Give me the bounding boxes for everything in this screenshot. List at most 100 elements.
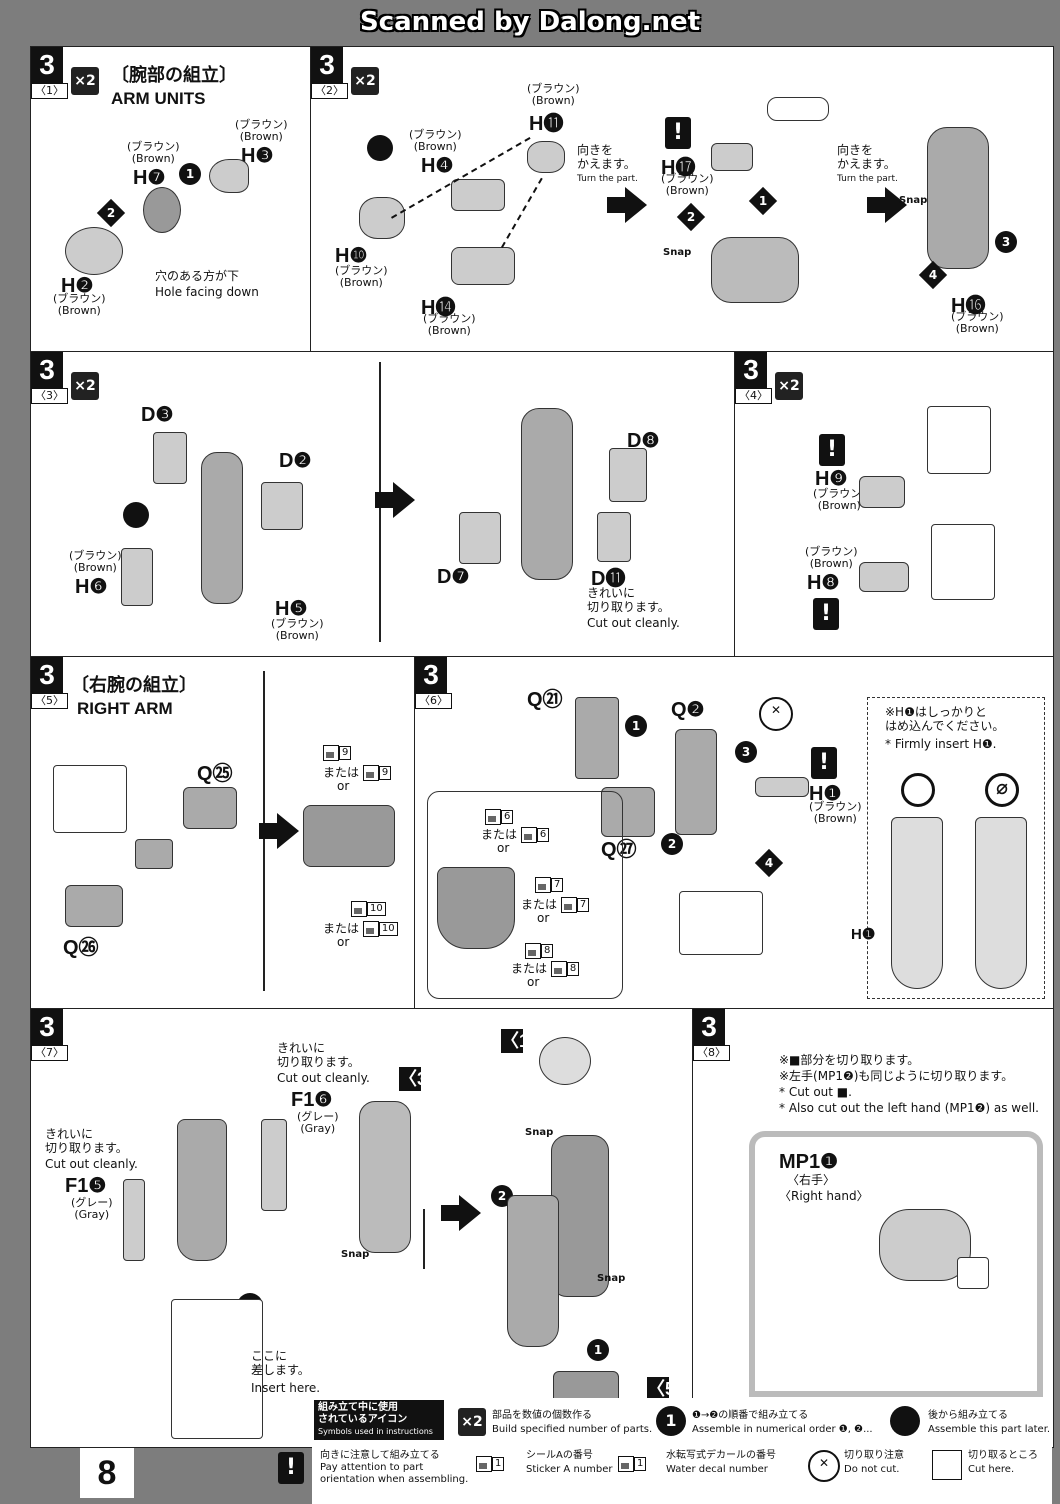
color-label: (ブラウン)(Brown) — [409, 128, 462, 153]
panel-title-ja: 〔腕部の組立〕 — [111, 65, 237, 86]
legend-order-ja: ❶→❷の順番で組み立てる — [692, 1410, 809, 1421]
step-number: 3 — [735, 352, 767, 388]
or-label-en: or — [337, 779, 350, 793]
part-q21: Q㉑ — [527, 689, 563, 711]
step-number: 3 — [31, 657, 63, 693]
next-arrow — [375, 482, 415, 518]
panel-title-en: RIGHT ARM — [77, 699, 173, 718]
next-arrow — [259, 813, 299, 849]
legend-build-ja: 部品を数値の個数作る — [492, 1410, 592, 1421]
detail-view — [53, 765, 127, 833]
hand-joint-drawing — [539, 1037, 591, 1085]
detail-view-bottom — [931, 524, 995, 600]
turn-note-ja: 向きをかえます。 — [837, 143, 896, 171]
legend-order-en: Assemble in numerical order ❶, ❷... — [692, 1424, 873, 1435]
part-h8-drawing — [859, 562, 909, 592]
legend-build-en: Build specified number of parts. — [492, 1424, 653, 1435]
legend-do-not-cut-ja: 切り取り注意 — [844, 1450, 904, 1461]
color-label: (ブラウン)(Brown) — [335, 264, 388, 289]
part-h11: H⓫ — [529, 113, 564, 135]
snap-label: Snap — [663, 247, 692, 258]
step-2-icon: 2 — [661, 833, 683, 855]
step-1-icon: 1 — [748, 186, 778, 216]
or-label-en: or — [527, 975, 540, 989]
step-sub: 〈2〉 — [311, 83, 348, 99]
legend-orientation-en: Pay attention to part orientation when a… — [320, 1462, 469, 1485]
armor-assembled-drawing — [507, 1195, 559, 1347]
orientation-warning-icon: ! — [811, 747, 837, 779]
next-arrow — [441, 1195, 481, 1231]
step-number: 3 — [31, 47, 63, 83]
legend-cut-here-icon — [932, 1450, 962, 1480]
cut-note-ja: きれいに切り取ります。 — [45, 1127, 128, 1155]
part-h9-drawing — [859, 476, 905, 508]
next-arrow — [867, 187, 907, 223]
panel-3-5: 3〈5〉 〔右腕の組立〕 RIGHT ARM Q㉕ Q㉖ 9 または 9 or … — [30, 656, 416, 1010]
panel-3-6: 3〈6〉 Q㉑ 1 Q❷ 3 ✕ ! H❶ (ブラウン)(Brown) Q㉗ 2… — [414, 656, 1054, 1010]
color-label: (ブラウン)(Brown) — [53, 292, 106, 317]
multiply-icon: ×2 — [351, 67, 379, 95]
detail-callout — [767, 97, 829, 121]
legend-later-ja: 後から組み立てる — [928, 1410, 1008, 1421]
cut-note-1: ※■部分を切り取ります。 — [779, 1053, 920, 1067]
page-number: 8 — [80, 1448, 134, 1498]
part-h1-drawing — [755, 777, 809, 797]
part-d3: D❸ — [141, 404, 174, 426]
part-h10: H❿ — [335, 245, 368, 267]
forearm-assembled-drawing — [551, 1135, 609, 1297]
part-d7: D❼ — [437, 566, 470, 588]
legend-do-not-cut-en: Do not cut. — [844, 1464, 900, 1475]
or-label: または 8 — [511, 961, 580, 977]
part-h14-drawing — [451, 247, 515, 285]
symbol-legend: 組み立て中に使用されているアイコン Symbols used in instru… — [278, 1398, 1052, 1504]
step-1-icon: 1 — [587, 1339, 609, 1361]
incorrect-icon: ⌀ — [985, 773, 1019, 807]
part-h14: H⓮ — [421, 297, 456, 319]
sticker-10: 10 — [351, 901, 386, 917]
orientation-warning-icon: ! — [665, 117, 691, 149]
snap-label: Snap — [525, 1127, 554, 1138]
part-d8: D❽ — [627, 430, 660, 452]
step-sub: 〈3〉 — [31, 388, 68, 404]
orientation-warning-icon: ! — [813, 598, 839, 630]
forearm-armor-drawing — [177, 1119, 227, 1261]
cut-note-ja: きれいに切り取ります。 — [277, 1041, 360, 1069]
or-label: または 7 — [521, 897, 590, 913]
cut-note-en: Cut out cleanly. — [587, 616, 680, 630]
hand-label-ja: 〈右手〉 — [787, 1173, 836, 1187]
part-q21-drawing — [575, 697, 619, 779]
cut-note-3: * Cut out ■. — [779, 1085, 852, 1099]
legend-do-not-cut-icon: ✕ — [808, 1450, 840, 1482]
snap-label: Snap — [341, 1249, 370, 1260]
part-h3: H❸ — [241, 145, 274, 167]
color-label: (ブラウン)(Brown) — [951, 310, 1004, 335]
arm-assembled-drawing — [521, 408, 573, 580]
detail-view — [679, 891, 763, 955]
part-h7-drawing — [143, 187, 181, 233]
panel-title-ja: 〔右腕の組立〕 — [71, 675, 197, 696]
step-2-icon: 2 — [96, 198, 126, 228]
incorrect-example-drawing — [975, 817, 1027, 989]
color-label: (グレー)(Gray) — [297, 1110, 339, 1135]
step-number: 3 — [415, 657, 447, 693]
legend-orientation-ja: 向きに注意して組み立てる — [320, 1450, 440, 1461]
or-label: または 10 — [323, 921, 398, 937]
part-d2: D❷ — [279, 450, 312, 472]
part-h1: H❶ — [809, 783, 842, 805]
do-not-cut-icon: ✕ — [759, 697, 793, 731]
part-h6-drawing — [121, 548, 153, 606]
step-number: 3 — [31, 352, 63, 388]
hole-note-en: Hole facing down — [155, 285, 259, 299]
legend-decal-icon: 1 — [618, 1456, 647, 1472]
step-4-icon: 4 — [918, 260, 948, 290]
part-q27: Q㉗ — [601, 839, 637, 861]
color-label: (ブラウン)(Brown) — [423, 312, 476, 337]
part-h16: H⓰ — [951, 295, 986, 317]
firm-note-ja: ※H❶はしっかりとはめ込んでください。 — [885, 705, 1005, 733]
assemble-later-icon — [123, 502, 149, 528]
part-h4: H❹ — [421, 155, 454, 177]
arm-assembly-drawing — [927, 127, 989, 269]
part-h4-drawing — [451, 179, 505, 211]
or-label-en: or — [337, 935, 350, 949]
part-q26-drawing — [65, 885, 123, 927]
